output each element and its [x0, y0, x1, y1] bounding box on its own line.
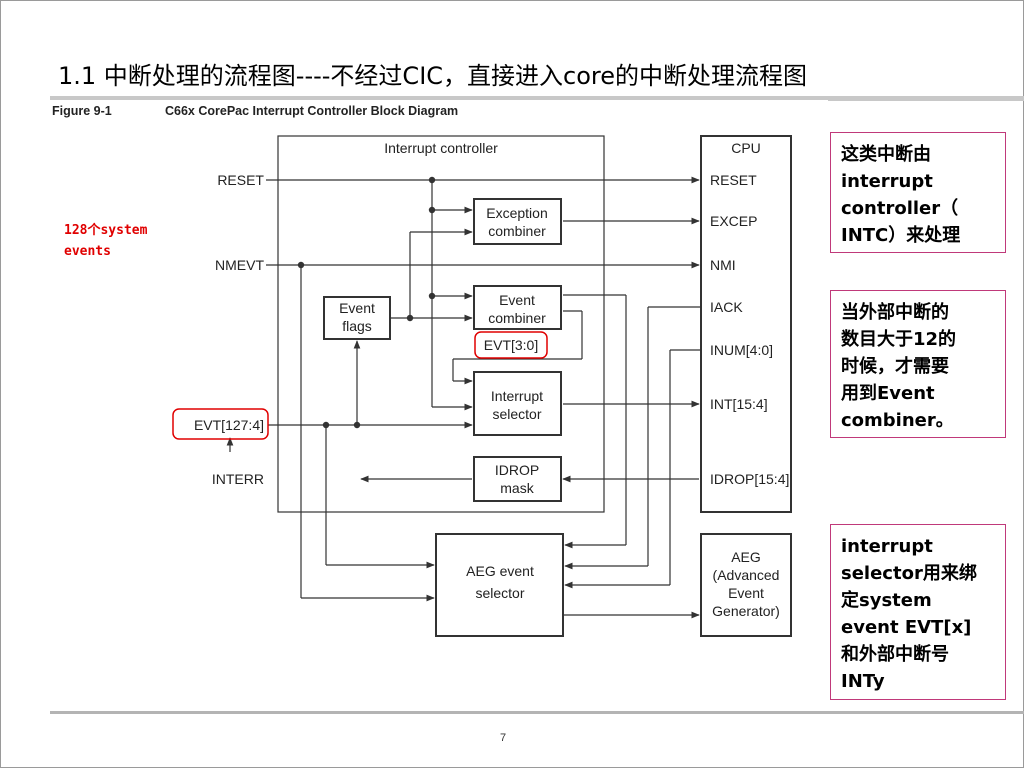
- svg-text:AEG event: AEG event: [466, 563, 534, 579]
- svg-text:mask: mask: [500, 480, 534, 496]
- title-divider: [50, 96, 1024, 101]
- cpu-box: [700, 135, 792, 513]
- svg-text:Event: Event: [339, 300, 375, 316]
- figure-caption: C66x CorePac Interrupt Controller Block …: [165, 104, 458, 118]
- idrop-mask-box: [473, 456, 562, 502]
- svg-text:Generator): Generator): [712, 603, 780, 619]
- interrupt-selector-box: [473, 371, 562, 436]
- evt30-label: EVT[3:0]: [484, 337, 538, 353]
- interrupt-controller-label: Interrupt controller: [384, 140, 498, 156]
- svg-text:Exception: Exception: [486, 205, 547, 221]
- figure-area: Figure 9-1 C66x CorePac Interrupt Contro…: [50, 100, 828, 712]
- aeg-box: [700, 533, 792, 637]
- exception-combiner-box: [473, 198, 562, 245]
- page-number: 7: [500, 732, 507, 744]
- svg-text:combiner: combiner: [488, 310, 546, 326]
- svg-text:selector: selector: [492, 406, 541, 422]
- svg-text:(Advanced: (Advanced: [713, 567, 780, 583]
- nmevt-label: NMEVT: [215, 257, 264, 273]
- svg-text:IDROP[15:4]: IDROP[15:4]: [710, 471, 789, 487]
- evt-label: EVT[127:4]: [194, 417, 264, 433]
- svg-text:INUM[4:0]: INUM[4:0]: [710, 342, 773, 358]
- svg-text:Event: Event: [728, 585, 764, 601]
- figure-number: Figure 9-1: [52, 104, 112, 118]
- event-combiner-box: [473, 285, 562, 330]
- svg-text:RESET: RESET: [710, 172, 757, 188]
- svg-text:IACK: IACK: [710, 299, 743, 315]
- evt30-highlight: [474, 331, 548, 359]
- svg-text:selector: selector: [475, 585, 524, 601]
- reset-label: RESET: [217, 172, 264, 188]
- block-diagram: Figure 9-1 C66x CorePac Interrupt Contro…: [52, 104, 792, 637]
- interrupt-controller-box: [277, 135, 605, 513]
- svg-text:flags: flags: [342, 318, 372, 334]
- interrupt-selector-note: interrupt selector用来绑 定system event EVT[…: [830, 524, 1006, 700]
- svg-text:Event: Event: [499, 292, 535, 308]
- svg-text:combiner: combiner: [488, 223, 546, 239]
- svg-text:EXCEP: EXCEP: [710, 213, 757, 229]
- footer-divider: [50, 711, 1024, 714]
- svg-text:AEG: AEG: [731, 549, 761, 565]
- svg-text:INT[15:4]: INT[15:4]: [710, 396, 768, 412]
- aeg-event-selector-box: [435, 533, 564, 637]
- intc-note: 这类中断由 interrupt controller（ INTC）来处理: [830, 132, 1006, 253]
- svg-text:NMI: NMI: [710, 257, 736, 273]
- slide-title: 1.1 中断处理的流程图----不经过CIC，直接进入core的中断处理流程图: [58, 62, 808, 90]
- evt-highlight: [172, 408, 269, 440]
- interr-label: INTERR: [212, 471, 264, 487]
- svg-text:Interrupt: Interrupt: [491, 388, 543, 404]
- system-events-note: 128个system events: [64, 223, 148, 259]
- event-combiner-note: 当外部中断的 数目大于12的 时候，才需要 用到Event combiner。: [830, 290, 1006, 438]
- svg-text:IDROP: IDROP: [495, 462, 539, 478]
- cpu-label: CPU: [731, 140, 761, 156]
